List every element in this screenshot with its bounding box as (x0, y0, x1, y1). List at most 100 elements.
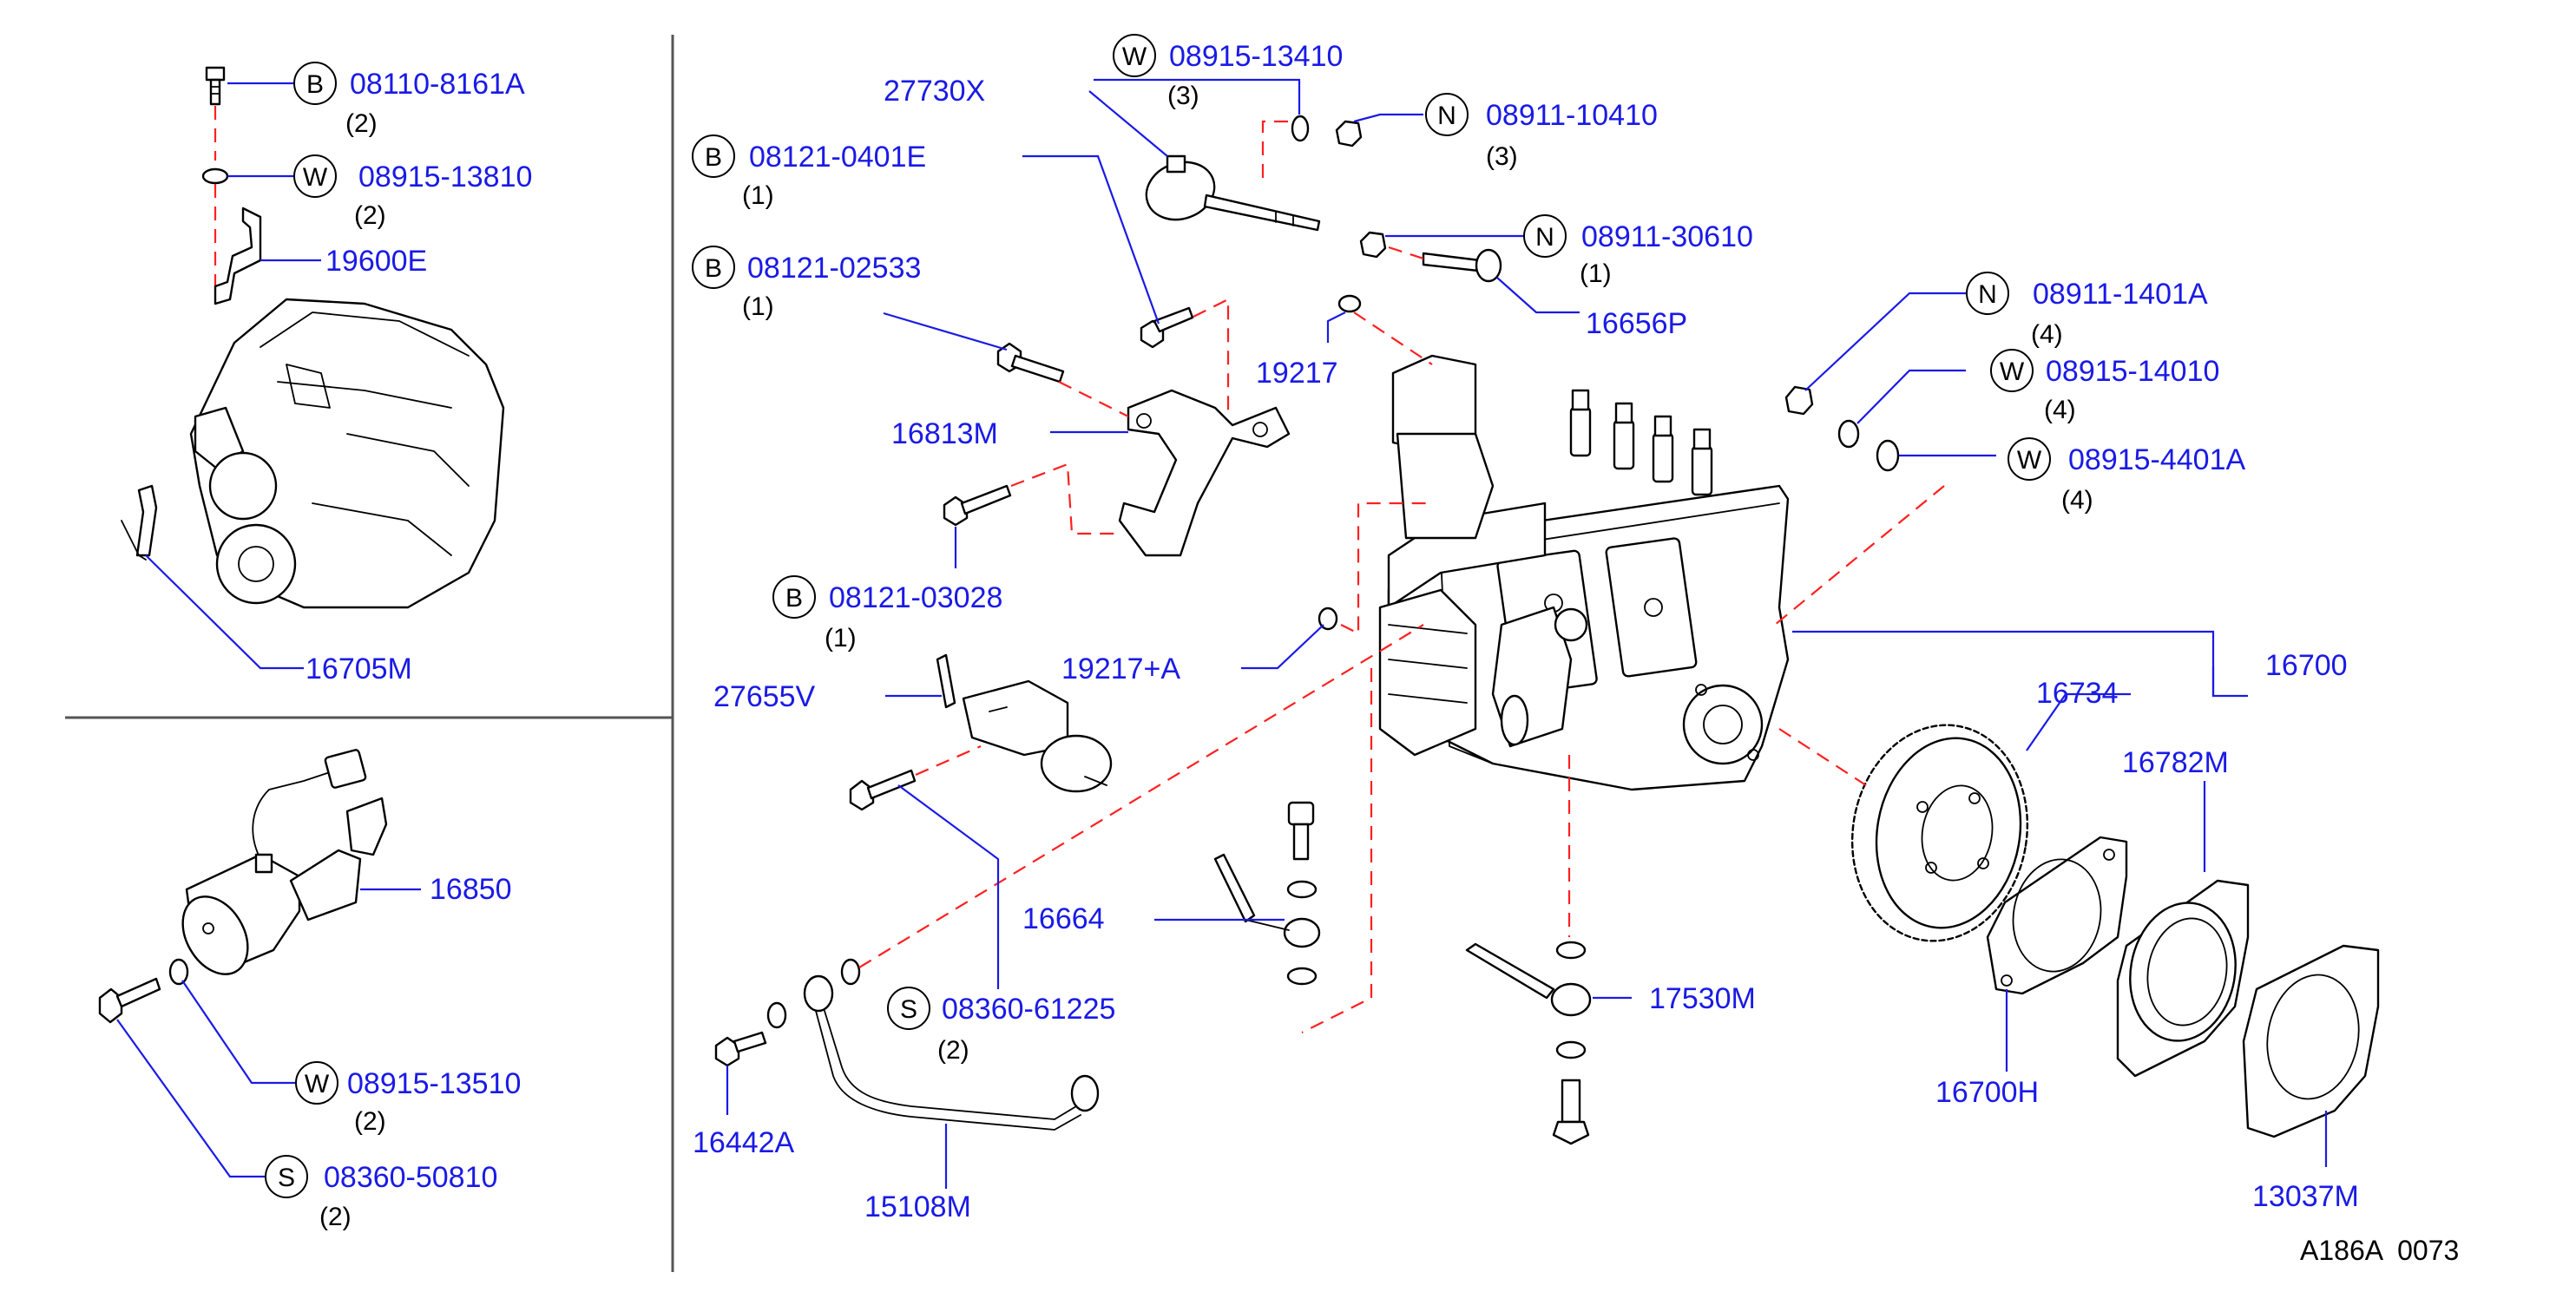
part-number-08911-1401a[interactable]: 08911-1401A (2033, 278, 2208, 311)
washer-14010-icon (1837, 419, 1860, 449)
banjo-16656p-icon (1422, 248, 1502, 283)
bolt-08110-icon (205, 66, 226, 106)
part-number-17530m[interactable]: 17530M (1649, 982, 1756, 1015)
diaphragm-27730x-icon (1145, 154, 1321, 232)
letter-w-13810: W (303, 163, 328, 192)
part-number-08110-8161a[interactable]: 08110-8161A (350, 68, 525, 101)
injection-pump-16700 (1378, 354, 1790, 791)
letter-b-0401e: B (705, 143, 722, 172)
gasket-16700h-icon (1986, 836, 2128, 995)
qty-08121-0401e: (1) (742, 181, 774, 210)
part-number-15108m[interactable]: 15108M (864, 1190, 971, 1223)
qty-08911-30610: (1) (1580, 259, 1612, 288)
actuator-16850-icon (181, 749, 388, 975)
seal-plate-16782m-icon (2116, 879, 2250, 1078)
part-number-16813m[interactable]: 16813M (891, 417, 998, 450)
part-number-labels: 08110-8161A (2) 08915-13810 (2) 19600E 1… (306, 40, 2359, 1231)
letter-w-13510: W (305, 1070, 330, 1099)
washer-4401a-icon (1876, 439, 1900, 472)
bolt-17530m-icon (1552, 1079, 1590, 1145)
part-number-27655v[interactable]: 27655V (713, 680, 816, 713)
washer-61225-icon (840, 958, 861, 986)
letter-b-03028: B (785, 584, 803, 613)
letter-w-4401a: W (2017, 446, 2042, 475)
leader-lines (116, 78, 2328, 1189)
qty-08915-13510: (2) (354, 1107, 386, 1136)
letter-w-13410: W (1122, 43, 1147, 71)
part-number-16656p[interactable]: 16656P (1586, 307, 1687, 340)
washer-17530m-top-icon (1555, 941, 1587, 960)
part-number-16705m[interactable]: 16705M (306, 653, 412, 685)
washer-16664-top-icon (1286, 880, 1318, 899)
washer-16442a-icon (766, 1001, 787, 1029)
bolt-61225-icon (849, 769, 917, 811)
part-number-08121-03028[interactable]: 08121-03028 (829, 581, 1002, 614)
part-number-08360-50810[interactable]: 08360-50810 (324, 1161, 497, 1194)
engine-illustration (189, 298, 505, 609)
part-number-08915-13510[interactable]: 08915-13510 (347, 1067, 521, 1100)
part-number-08911-10410[interactable]: 08911-10410 (1486, 99, 1658, 132)
part-number-08915-14010[interactable]: 08915-14010 (2046, 355, 2219, 388)
washer-16664-bottom-icon (1286, 967, 1318, 986)
part-number-16700[interactable]: 16700 (2265, 649, 2348, 682)
bolt-16664-icon (1287, 801, 1315, 861)
nut-10410-icon (1335, 120, 1363, 148)
qty-08121-02533: (1) (742, 292, 774, 321)
diagram-code: A186A 0073 (2300, 1235, 2459, 1266)
qty-08915-14010: (4) (2044, 396, 2076, 424)
nut-30610-icon (1359, 231, 1387, 259)
letter-b-02533: B (705, 254, 722, 283)
washer-13410-icon (1291, 115, 1310, 142)
part-number-16850[interactable]: 16850 (430, 873, 512, 906)
part-number-19217a[interactable]: 19217+A (1061, 653, 1180, 685)
qty-08121-03028: (1) (825, 624, 857, 653)
bolt-02533-icon (996, 342, 1065, 384)
letter-n-1401a: N (1978, 280, 1997, 309)
washer-13510-icon (168, 958, 189, 986)
part-number-08121-02533[interactable]: 08121-02533 (747, 252, 921, 285)
cap-19217a-icon (1318, 607, 1338, 631)
callout-letter-circles: B W W S W N B N B N W W B S (265, 34, 2051, 1198)
banjo-16664-icon (1213, 853, 1321, 948)
part-number-08911-30610[interactable]: 08911-30610 (1581, 220, 1753, 253)
part-number-16700h[interactable]: 16700H (1935, 1076, 2039, 1109)
solenoid-27655v-icon (936, 653, 1113, 793)
letter-n-10410: N (1437, 102, 1456, 130)
washer-13810-icon (201, 167, 229, 185)
letter-n-30610: N (1535, 223, 1554, 252)
part-number-27730x[interactable]: 27730X (884, 75, 985, 108)
letter-b-08110: B (306, 70, 324, 99)
part-number-08915-4401a[interactable]: 08915-4401A (2068, 443, 2246, 476)
part-number-16442a[interactable]: 16442A (693, 1126, 795, 1159)
letter-s-50810: S (278, 1164, 295, 1192)
letter-w-14010: W (2000, 357, 2025, 386)
letter-s-61225: S (900, 995, 917, 1024)
gasket-13037m-icon (2242, 944, 2380, 1138)
washer-17530m-bottom-icon (1555, 1040, 1587, 1059)
qty-08911-10410: (3) (1486, 142, 1518, 171)
cap-19217-icon (1337, 294, 1362, 313)
pipe-15108m-icon (803, 974, 1100, 1131)
part-number-16782m[interactable]: 16782M (2122, 746, 2229, 779)
qty-08915-13410: (3) (1167, 82, 1199, 110)
part-number-19217[interactable]: 19217 (1256, 357, 1338, 390)
part-number-19600e[interactable]: 19600E (325, 245, 427, 278)
part-number-08915-13810[interactable]: 08915-13810 (358, 161, 532, 193)
bolt-50810-icon (98, 977, 161, 1024)
qty-08915-4401a: (4) (2061, 486, 2093, 515)
part-number-13037m[interactable]: 13037M (2252, 1180, 2359, 1213)
qty-08360-61225: (2) (937, 1036, 969, 1065)
part-number-16664[interactable]: 16664 (1022, 902, 1105, 935)
nut-1401a-icon (1784, 385, 1814, 416)
clamp-16705m-icon (135, 484, 158, 557)
qty-08110-8161a: (2) (345, 109, 378, 138)
part-number-08360-61225[interactable]: 08360-61225 (942, 993, 1115, 1026)
fitting-17530m-icon (1465, 942, 1592, 1017)
bracket-19600e-icon (214, 207, 262, 305)
part-number-08121-0401e[interactable]: 08121-0401E (749, 141, 926, 174)
part-number-16734[interactable]: 16734 (2036, 677, 2119, 710)
bolt-0401e-icon (1140, 306, 1194, 349)
part-number-08915-13410[interactable]: 08915-13410 (1169, 40, 1343, 73)
